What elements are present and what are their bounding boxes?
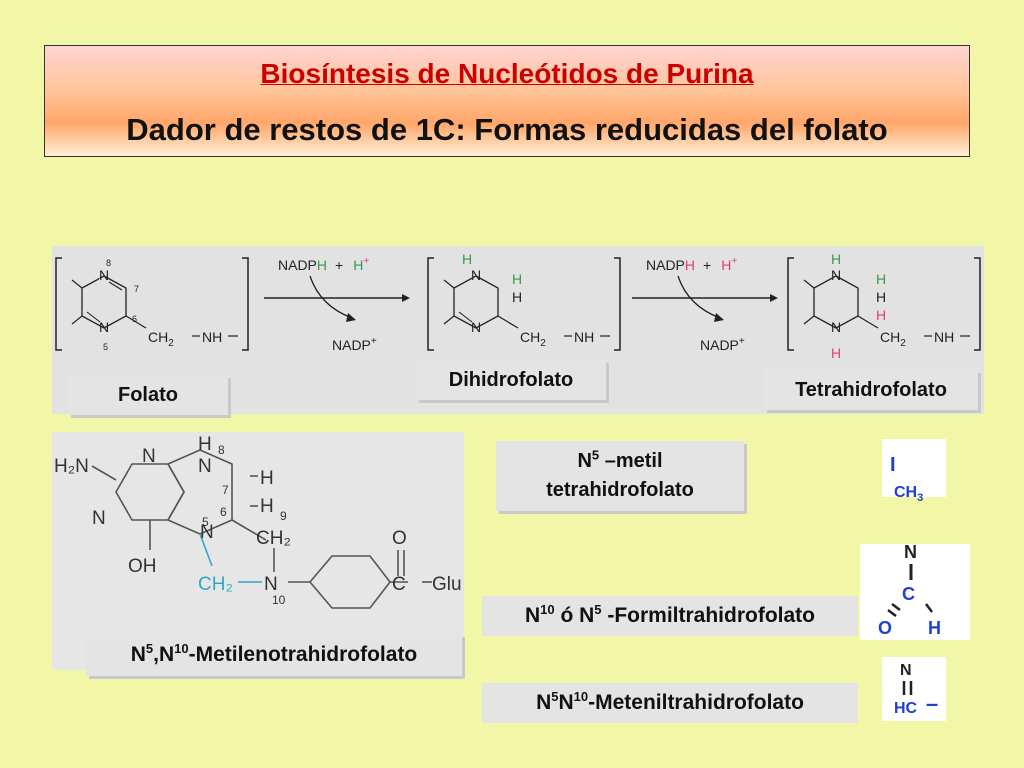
atom-ch2: CH2: [520, 329, 546, 349]
locant-8: 8: [218, 443, 225, 457]
atom-nh: NH: [202, 329, 222, 345]
methenyl-bond: –: [926, 691, 938, 716]
label-tetrahidrofolato: Tetrahidrofolato: [764, 370, 978, 410]
atom-ch2: CH2: [880, 329, 906, 349]
locant-5: 5: [202, 515, 209, 529]
atom-h2n: H₂N: [54, 456, 89, 477]
label-folato: Folato: [68, 375, 228, 415]
reduction-arrow-2: NADPH+H+ NADP+: [632, 256, 778, 353]
atom-h-n8: H: [831, 251, 841, 267]
slide-title: Biosíntesis de Nucleótidos de Purina: [260, 58, 754, 89]
label-dihidrofolato: Dihidrofolato: [416, 360, 606, 400]
methenyl-n: N: [900, 662, 912, 679]
locant-7: 7: [222, 483, 229, 497]
atom-nh: NH: [934, 329, 954, 345]
atom-n5: N: [200, 522, 214, 543]
methylene-thf-panel: H₂N N N OH H N 8 7 6 5 H H 9 CH₂ N CH₂ N…: [52, 432, 464, 670]
atom-ch2: CH2: [148, 329, 174, 349]
folato-structure: . N 8 7 6 N 5 CH2 NH: [55, 257, 249, 352]
atom-h-n5: H: [831, 345, 841, 361]
atom-ch2-bridge: CH₂: [198, 574, 233, 595]
fragment-methyl: I CH3: [882, 439, 946, 504]
atom-ch2-c9: CH₂: [256, 528, 291, 549]
atom-nh: NH: [574, 329, 594, 345]
slide-subtitle: Dador de restos de 1C: Formas reducidas …: [126, 112, 888, 147]
nadph-label-1: NADPH+H+: [278, 256, 369, 273]
atom-n5: N: [831, 319, 841, 335]
atom-n3: N: [142, 446, 156, 467]
methylene-thf-structure: H₂N N N OH H N 8 7 6 5 H H 9 CH₂ N CH₂ N…: [54, 434, 462, 609]
locant-5: 5: [103, 342, 108, 352]
formyl-o: O: [878, 618, 892, 638]
atom-n5: N: [471, 319, 481, 335]
atom-h-c7a: H: [512, 271, 522, 287]
atom-h-c6: H: [260, 496, 274, 517]
atom-h-c7b: H: [876, 289, 886, 305]
atom-n10: N: [264, 574, 278, 595]
label-metenil: N5N10-Meteniltrahidrofolato: [482, 683, 858, 723]
label-formil: N10 ó N5 -Formiltrahidrofolato: [482, 596, 858, 636]
locant-6: 6: [132, 314, 137, 324]
formyl-n: N: [904, 542, 917, 562]
fragment-formyl: N C O H: [860, 542, 970, 640]
folate-reduction-scheme: . N 8 7 6 N 5 CH2 NH NADPH+H+: [55, 251, 981, 361]
formyl-c: C: [902, 584, 915, 604]
atom-n1: N: [92, 508, 106, 529]
atom-h-c6: H: [876, 307, 886, 323]
atom-h-c7a: H: [260, 468, 274, 489]
label-methylene-thf: N5,N10-Metilenotrahidrofolato: [86, 634, 462, 676]
methyl-group: CH3: [894, 484, 923, 504]
atom-n8: N: [198, 456, 212, 477]
atom-n5: N: [99, 319, 109, 335]
reduction-arrow-1: NADPH+H+ NADP+: [264, 256, 410, 353]
formyl-h: H: [928, 618, 941, 638]
atom-oh: OH: [128, 556, 157, 577]
locant-9: 9: [280, 509, 287, 523]
atom-o: O: [392, 528, 407, 549]
atom-n8: N: [99, 267, 109, 283]
atom-glu: Glu: [432, 574, 462, 595]
nadph-label-2: NADPH+H+: [646, 256, 737, 273]
locant-8: 8: [106, 258, 111, 268]
methenyl-hc: HC: [894, 700, 918, 717]
locant-10: 10: [272, 593, 286, 607]
atom-n8: N: [831, 267, 841, 283]
svg-text:.: .: [98, 267, 102, 283]
title-box: Biosíntesis de Nucleótidos de Purina Dad…: [44, 45, 970, 157]
atom-h-c7b: H: [512, 289, 522, 305]
dihidrofolato-structure: H N H H N CH2 NH: [427, 251, 621, 351]
label-n5-metil: N5 –metil tetrahidrofolato: [496, 441, 744, 511]
atom-h-n8: H: [462, 251, 472, 267]
nadp-label-1: NADP+: [332, 336, 377, 353]
fragment-methenyl: N HC –: [882, 657, 946, 721]
locant-7: 7: [134, 284, 139, 294]
atom-c: C: [392, 574, 406, 595]
atom-h-c7a: H: [876, 271, 886, 287]
atom-n8: N: [471, 267, 481, 283]
nadp-label-2: NADP+: [700, 336, 745, 353]
atom-h-n8: H: [198, 434, 212, 455]
methyl-bond: I: [890, 454, 896, 476]
tetrahidrofolato-structure: H N H H H N H CH2 NH: [787, 251, 981, 361]
locant-6: 6: [220, 505, 227, 519]
